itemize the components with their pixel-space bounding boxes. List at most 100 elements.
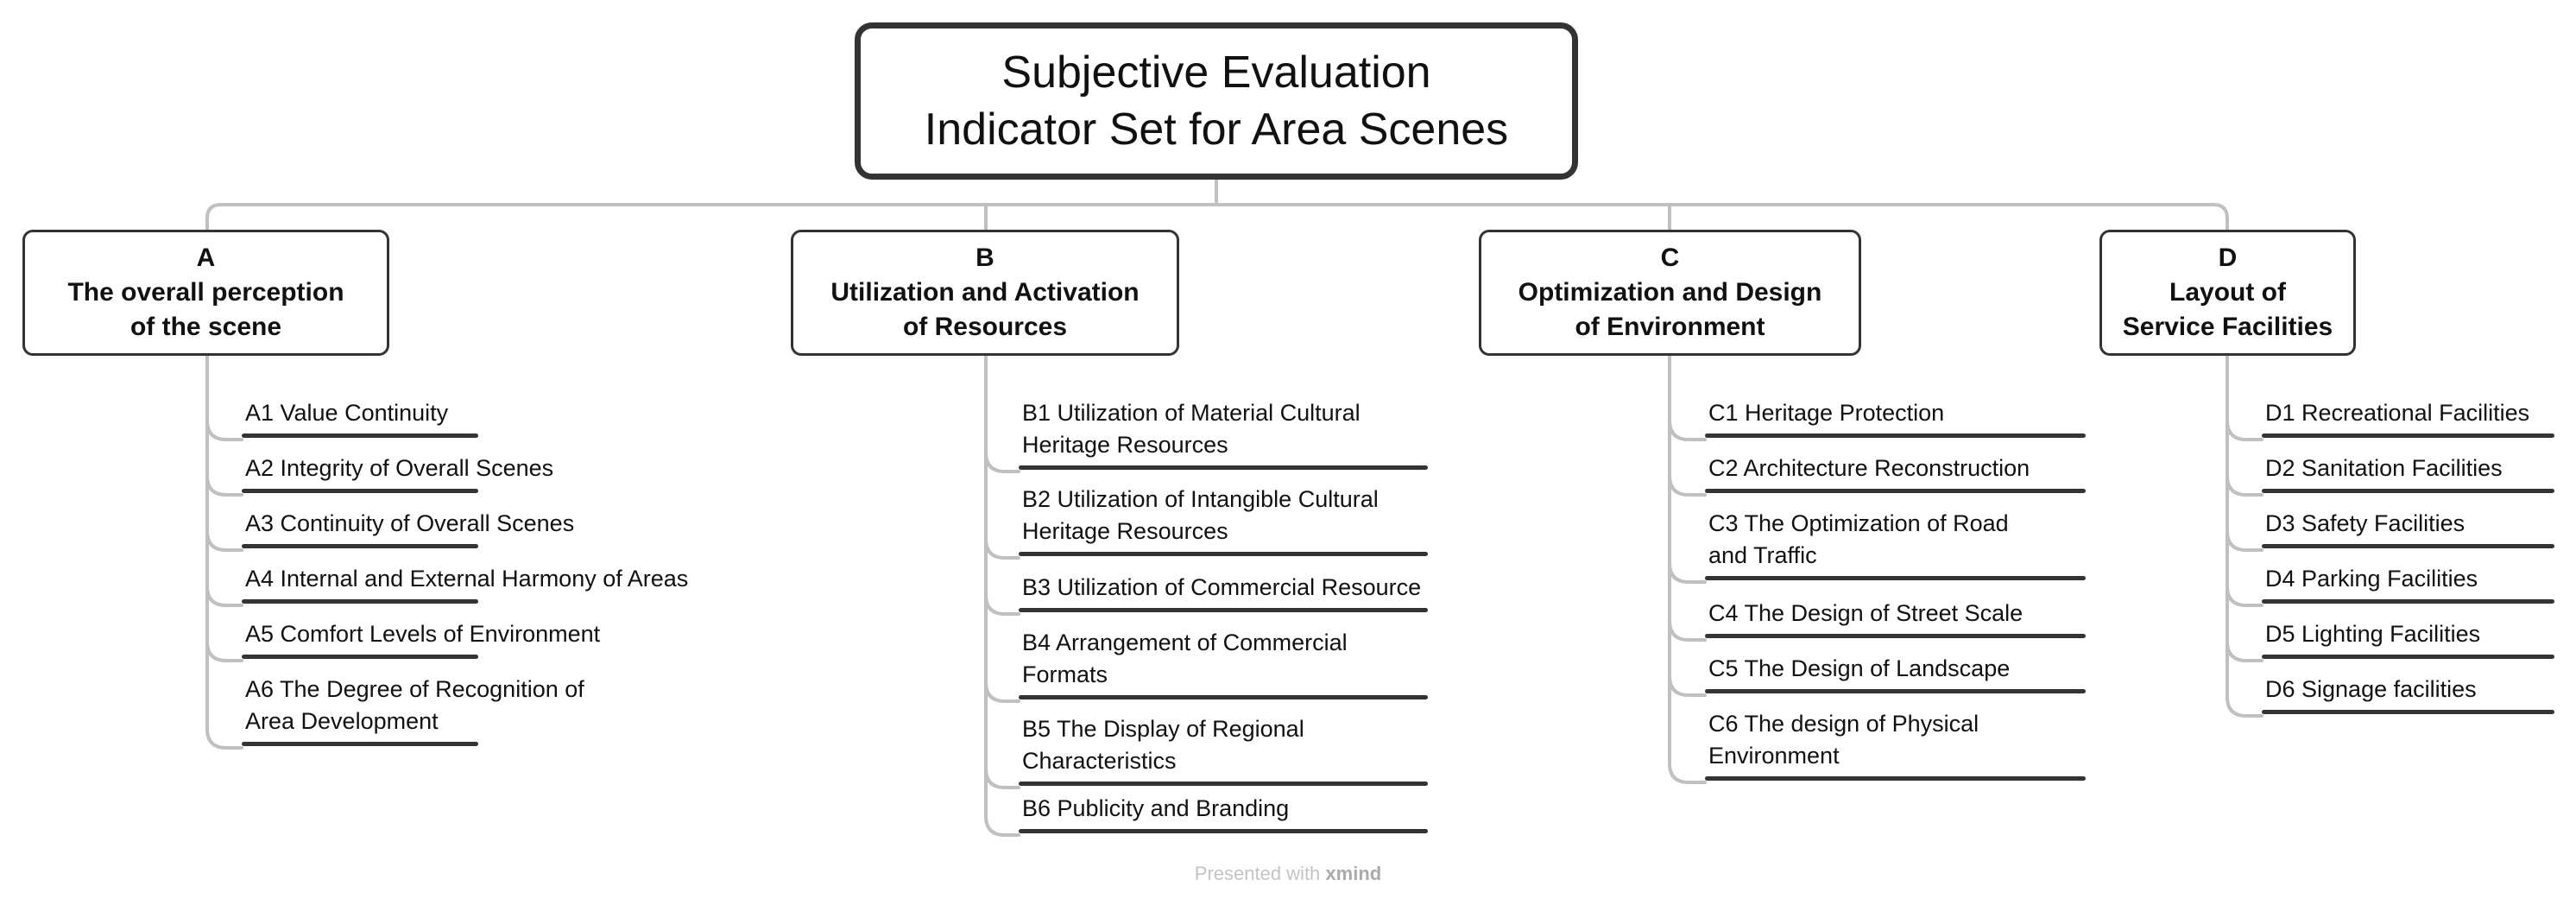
indicator-label-line: Characteristics <box>1022 748 1177 774</box>
branch-line <box>1668 619 1707 642</box>
branch-line <box>205 640 243 662</box>
indicator-underline <box>1705 634 2086 638</box>
indicator-label-line: D4 Parking Facilities <box>2265 566 2478 592</box>
indicator-a3[interactable]: A3 Continuity of Overall Scenes <box>242 508 575 548</box>
branch-line <box>984 767 1020 789</box>
branch-line <box>984 814 1020 837</box>
branch-line <box>984 537 1020 560</box>
branch-line <box>1668 561 1707 584</box>
category-title-line: Optimization and Design <box>1518 278 1822 307</box>
branch-line <box>205 419 243 441</box>
branch-line <box>984 680 1020 703</box>
indicator-underline <box>242 599 478 604</box>
indicator-label-line: B1 Utilization of Material Cultural <box>1022 400 1361 426</box>
indicator-underline <box>242 655 478 659</box>
indicator-label-line: Area Development <box>245 708 439 734</box>
indicator-label-line: B5 The Display of Regional <box>1022 716 1304 742</box>
category-drop-line <box>2212 203 2229 231</box>
indicator-label-line: B3 Utilization of Commercial Resource <box>1022 574 1422 600</box>
branch-line <box>2226 695 2263 718</box>
indicator-underline <box>1019 829 1428 833</box>
indicator-d1[interactable]: D1 Recreational Facilities <box>2262 397 2554 438</box>
indicator-underline <box>2262 655 2554 659</box>
indicator-underline <box>1019 695 1428 699</box>
indicator-d2[interactable]: D2 Sanitation Facilities <box>2262 452 2554 493</box>
category-drop-line <box>205 203 223 231</box>
category-code: D <box>2218 244 2238 272</box>
indicator-a5[interactable]: A5 Comfort Levels of Environment <box>242 618 600 659</box>
indicator-label-line: C2 Architecture Reconstruction <box>1708 455 2030 481</box>
indicator-a1[interactable]: A1 Value Continuity <box>242 397 478 438</box>
indicator-label-line: B4 Arrangement of Commercial <box>1022 630 1348 655</box>
indicator-label-line: C6 The design of Physical <box>1708 711 1979 737</box>
branch-line <box>205 727 243 750</box>
indicator-underline <box>1705 689 2086 693</box>
indicator-label-line: A3 Continuity of Overall Scenes <box>245 510 575 536</box>
indicator-c1[interactable]: C1 Heritage Protection <box>1705 397 2086 438</box>
indicator-label-line: B6 Publicity and Branding <box>1022 795 1290 821</box>
branch-line <box>205 585 243 607</box>
indicator-d3[interactable]: D3 Safety Facilities <box>2262 508 2554 548</box>
category-code: B <box>975 244 994 272</box>
indicator-d6[interactable]: D6 Signage facilities <box>2262 674 2554 714</box>
indicator-label-line: D6 Signage facilities <box>2265 676 2477 702</box>
indicator-underline <box>2262 710 2554 714</box>
indicator-underline <box>2262 489 2554 493</box>
branch-line <box>2226 419 2263 441</box>
indicator-label-line: and Traffic <box>1708 542 1817 568</box>
category-title-line: of the scene <box>129 313 282 341</box>
indicator-label-line: B2 Utilization of Intangible Cultural <box>1022 486 1379 512</box>
indicator-b3[interactable]: B3 Utilization of Commercial Resource <box>1019 572 1428 612</box>
branch-line <box>2226 585 2263 607</box>
indicator-b6[interactable]: B6 Publicity and Branding <box>1019 793 1428 833</box>
root-title-line-1: Subjective Evaluation <box>1001 47 1431 98</box>
indicator-underline <box>242 489 478 493</box>
indicator-underline <box>1019 465 1428 470</box>
indicator-d4[interactable]: D4 Parking Facilities <box>2262 563 2554 604</box>
branch-line <box>1668 762 1707 784</box>
indicator-underline <box>1705 576 2086 580</box>
category-code: C <box>1660 244 1680 272</box>
indicator-underline <box>1705 434 2086 438</box>
indicator-a4[interactable]: A4 Internal and External Harmony of Area… <box>242 563 688 604</box>
indicator-label-line: Environment <box>1708 743 1840 769</box>
indicator-label-line: Heritage Resources <box>1022 432 1228 458</box>
xmind-logo: xmind <box>1325 863 1382 884</box>
branch-line <box>984 593 1020 616</box>
indicator-d5[interactable]: D5 Lighting Facilities <box>2262 618 2554 659</box>
indicator-underline <box>242 544 478 548</box>
root-topic[interactable]: Subjective Evaluation Indicator Set for … <box>855 22 1578 180</box>
indicator-label-line: A2 Integrity of Overall Scenes <box>245 455 554 481</box>
branch-line <box>2226 529 2263 552</box>
category-title-line: The overall perception <box>67 278 344 307</box>
indicator-c2[interactable]: C2 Architecture Reconstruction <box>1705 452 2086 493</box>
category-title-line: of Resources <box>902 313 1068 341</box>
indicator-underline <box>242 434 478 438</box>
indicator-label-line: D2 Sanitation Facilities <box>2265 455 2503 481</box>
category-title-line: Layout of <box>2169 278 2286 307</box>
indicator-underline <box>2262 599 2554 604</box>
branch-line <box>2226 474 2263 497</box>
indicator-c4[interactable]: C4 The Design of Street Scale <box>1705 598 2086 638</box>
branch-line <box>984 451 1020 473</box>
indicator-c5[interactable]: C5 The Design of Landscape <box>1705 653 2086 693</box>
indicator-label-line: A1 Value Continuity <box>245 400 449 426</box>
category-title-line: Utilization and Activation <box>830 278 1140 307</box>
indicator-label-line: C1 Heritage Protection <box>1708 400 1945 426</box>
indicator-label-line: D3 Safety Facilities <box>2265 510 2466 536</box>
branch-line <box>205 474 243 497</box>
footer-credit: Presented with xmind <box>1184 863 1392 885</box>
branch-line <box>205 529 243 552</box>
indicator-a2[interactable]: A2 Integrity of Overall Scenes <box>242 452 554 493</box>
category-b-box[interactable]: B Utilization and Activation of Resources <box>791 230 1179 356</box>
